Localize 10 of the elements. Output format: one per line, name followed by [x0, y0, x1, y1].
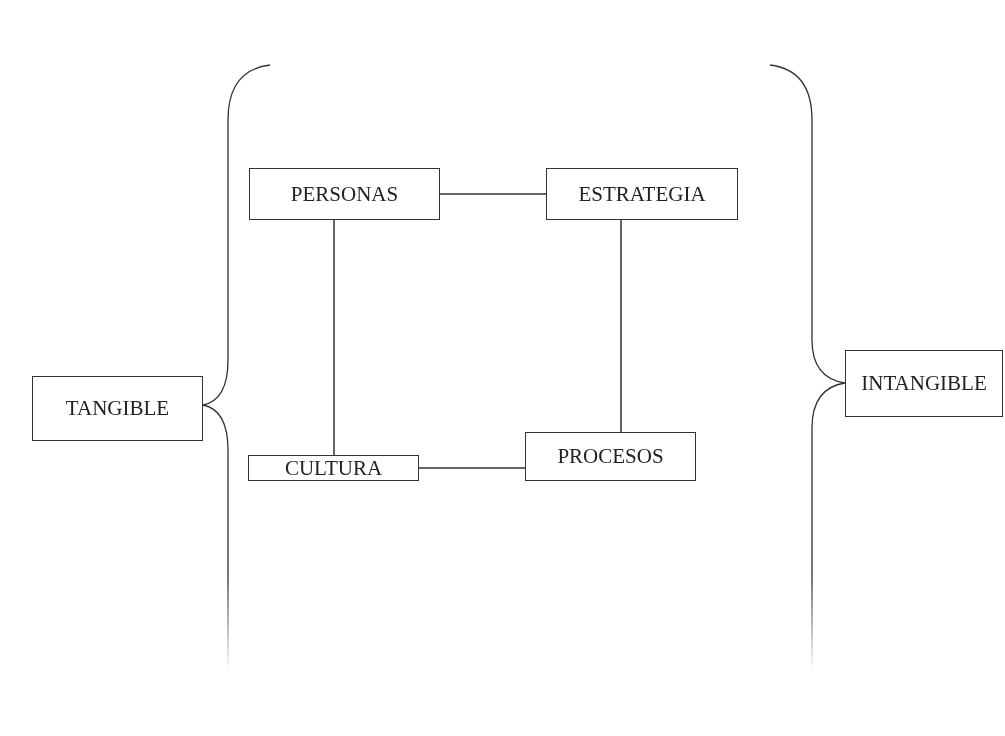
- connector-line: [333, 219, 335, 456]
- connector-line: [620, 219, 622, 433]
- connector-line: [439, 193, 547, 195]
- concept-box: PERSONAS: [249, 168, 440, 220]
- concept-box: ESTRATEGIA: [546, 168, 738, 220]
- concept-box: PROCESOS: [525, 432, 696, 481]
- concept-box: CULTURA: [248, 455, 419, 481]
- concept-box: TANGIBLE: [32, 376, 203, 441]
- connector-line: [418, 467, 526, 469]
- concept-box: INTANGIBLE: [845, 350, 1003, 417]
